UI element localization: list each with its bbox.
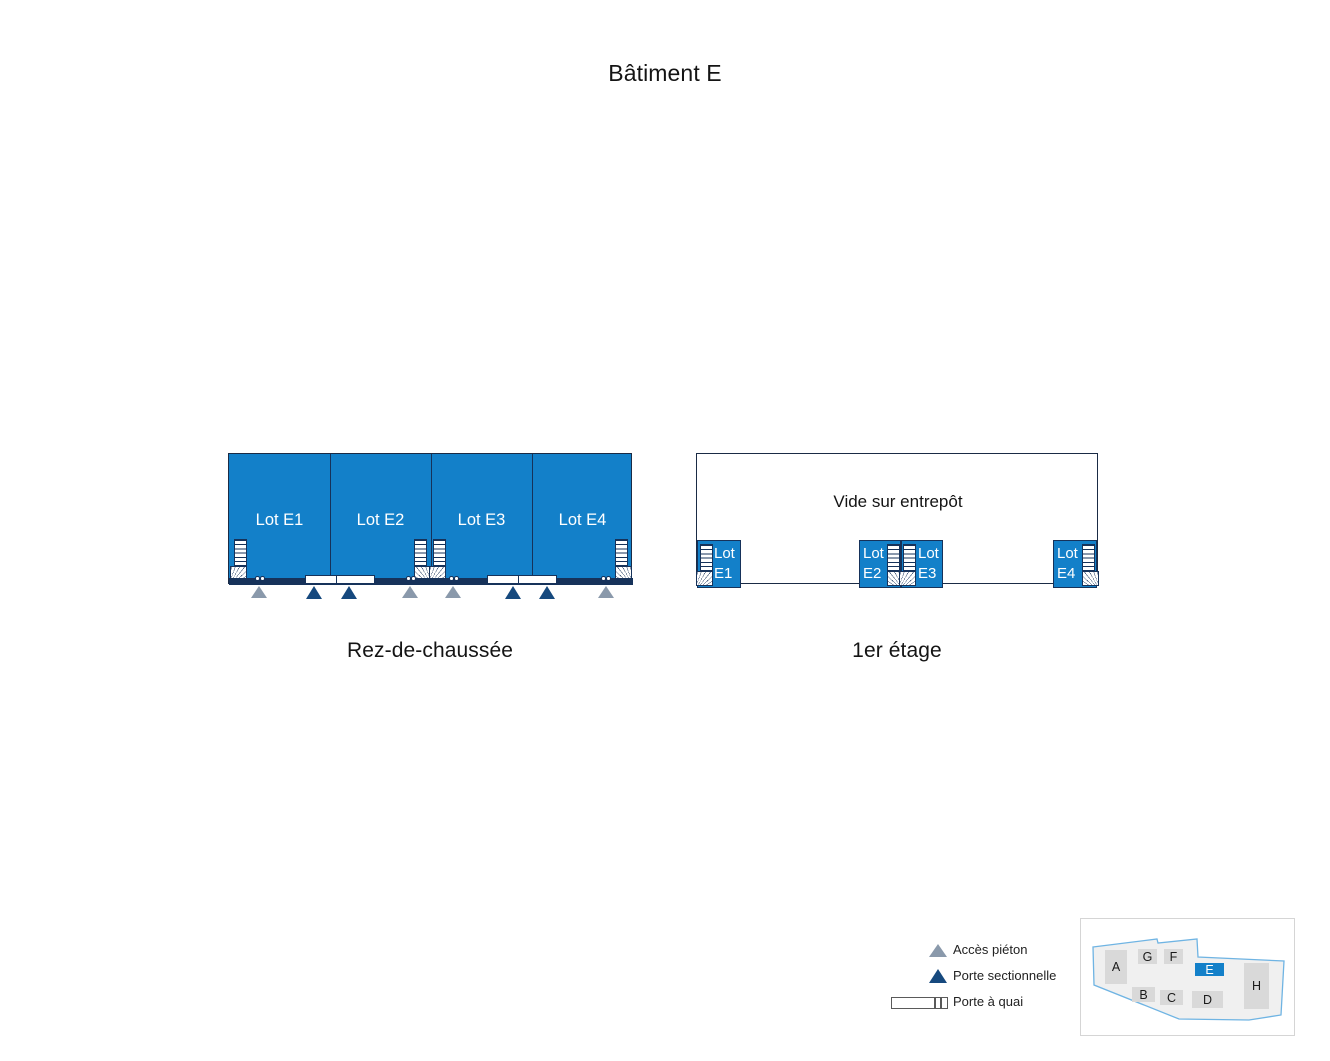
minimap-building-g[interactable]: G	[1138, 949, 1157, 964]
sectional-door-triangle-icon	[341, 586, 357, 599]
mezzanine-label-e1-line2: E1	[714, 565, 733, 582]
lot-label-e4: Lot E4	[558, 511, 607, 529]
legend-label-sectional-door: Porte sectionnelle	[953, 968, 1057, 983]
pedestrian-door-mark	[449, 575, 460, 583]
site-minimap[interactable]: A G F E B C D H	[1080, 918, 1295, 1036]
stairwell-icon	[899, 544, 916, 586]
stairwell-icon	[696, 544, 713, 586]
sectional-door-triangle-icon	[539, 586, 555, 599]
mezzanine-label-e2-line1: Lot	[863, 545, 884, 562]
pedestrian-access-triangle-icon	[251, 586, 267, 598]
minimap-building-d[interactable]: D	[1192, 991, 1223, 1008]
first-floor-plan: Vide sur entrepôt Lot E1 Lot E2 Lot E3 L…	[696, 453, 1099, 662]
pedestrian-door-mark	[601, 575, 612, 583]
minimap-building-a[interactable]: A	[1105, 950, 1127, 984]
first-floor-caption: 1er étage	[852, 639, 942, 662]
mezzanine-label-e3-line1: Lot	[918, 545, 939, 562]
legend-item-sectional-door: Porte sectionnelle	[893, 966, 1068, 988]
mezzanine-label-e1-line1: Lot	[714, 545, 735, 562]
minimap-building-h[interactable]: H	[1244, 963, 1269, 1009]
legend-item-pedestrian-access: Accès piéton	[893, 940, 1068, 962]
facade-wall	[229, 578, 633, 585]
lot-divider	[330, 454, 331, 585]
page-title: Bâtiment E	[608, 60, 722, 86]
triangle-navy-icon	[929, 969, 947, 983]
dock-door-icon	[891, 997, 949, 1009]
mezzanine-label-e4-line1: Lot	[1057, 545, 1078, 562]
mezzanine-label-e2-line2: E2	[863, 565, 882, 582]
mezzanine-block-e2: Lot E2	[859, 540, 904, 588]
mezzanine-block-e1: Lot E1	[696, 540, 741, 588]
sectional-door-triangle-icon	[306, 586, 322, 599]
stairwell-icon	[1082, 544, 1099, 586]
stairwell-icon	[230, 539, 247, 581]
ground-floor-plan: Lot E1 Lot E2 Lot E3 Lot E4	[228, 453, 633, 662]
mezzanine-label-e3-line2: E3	[918, 565, 937, 582]
ground-floor-caption: Rez-de-chaussée	[346, 639, 514, 662]
pedestrian-access-triangle-icon	[445, 586, 461, 598]
dock-door-marker	[336, 575, 375, 584]
lot-label-e1: Lot E1	[255, 511, 304, 529]
lot-label-e2: Lot E2	[356, 511, 405, 529]
legend-label-dock-door: Porte à quai	[953, 994, 1024, 1009]
legend-item-dock-door: Porte à quai	[891, 992, 1068, 1014]
minimap-building-c[interactable]: C	[1160, 990, 1183, 1005]
void-over-warehouse-label: Vide sur entrepôt	[833, 492, 963, 511]
lot-divider	[532, 454, 533, 585]
pedestrian-access-triangle-icon	[598, 586, 614, 598]
dock-door-marker	[518, 575, 557, 584]
minimap-building-e[interactable]: E	[1195, 963, 1224, 977]
mezzanine-block-e3: Lot E3	[899, 540, 943, 588]
lot-divider	[431, 454, 432, 585]
stairwell-icon	[615, 539, 632, 581]
triangle-gray-icon	[929, 944, 947, 957]
minimap-building-b[interactable]: B	[1132, 987, 1155, 1002]
pedestrian-door-mark	[255, 575, 266, 583]
legend-label-pedestrian-access: Accès piéton	[953, 942, 1028, 957]
lot-label-e3: Lot E3	[457, 511, 506, 529]
pedestrian-door-mark	[406, 575, 417, 583]
pedestrian-access-triangle-icon	[402, 586, 418, 598]
ground-floor-shell: Lot E1 Lot E2 Lot E3 Lot E4	[228, 453, 633, 585]
mezzanine-block-e4: Lot E4	[1053, 540, 1099, 588]
stairwell-icon	[429, 539, 446, 581]
mezzanine-label-e4-line2: E4	[1057, 565, 1076, 582]
minimap-building-f[interactable]: F	[1164, 949, 1183, 964]
sectional-door-triangle-icon	[505, 586, 521, 599]
